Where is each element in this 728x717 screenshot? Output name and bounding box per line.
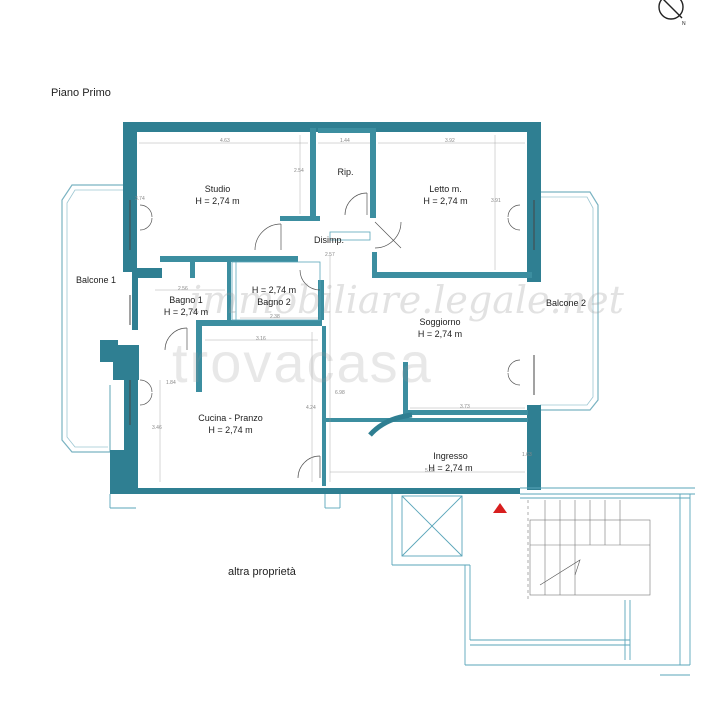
entrance-marker bbox=[493, 503, 507, 513]
room-height: H = 2,74 m bbox=[195, 196, 240, 206]
balcony-1-inner bbox=[66, 189, 124, 448]
room-name: Balcone 2 bbox=[545, 298, 587, 308]
room-name: Disimp. bbox=[313, 235, 344, 245]
room-label-bagno1: Bagno 1 H = 2,74 m bbox=[152, 294, 220, 318]
room-label-disimp: Disimp. bbox=[305, 234, 353, 246]
room-name: Soggiorno bbox=[419, 317, 461, 327]
dimension-label: 3.46 bbox=[152, 425, 162, 431]
watermark-secondary: trovacasa bbox=[172, 331, 433, 394]
room-name: Studio bbox=[204, 184, 231, 194]
dimension-label: 1.63 bbox=[522, 452, 532, 458]
room-height: H = 2,74 m bbox=[423, 196, 468, 206]
room-label-soggiorno: Soggiorno H = 2,74 m bbox=[400, 316, 480, 340]
balcony-2-inner bbox=[540, 196, 594, 406]
dimension-label: 3.73 bbox=[460, 404, 470, 410]
windows bbox=[129, 200, 535, 425]
room-name: Letto m. bbox=[429, 184, 462, 194]
curved-wall bbox=[368, 412, 413, 437]
room-height: H = 2,74 m bbox=[417, 329, 463, 339]
dimension-label: 4.63 bbox=[220, 138, 230, 144]
dimension-label: 2.57 bbox=[325, 252, 335, 258]
room-height: H = 2,74 m bbox=[428, 463, 473, 473]
room-label-studio: Studio H = 2,74 m bbox=[170, 183, 265, 207]
room-label-ingresso: Ingresso H = 2,74 m bbox=[408, 450, 493, 474]
room-label-cucina: Cucina - Pranzo H = 2,74 m bbox=[183, 412, 278, 436]
outer-walls bbox=[100, 122, 541, 494]
room-name: Cucina - Pranzo bbox=[198, 413, 263, 423]
room-name: Bagno 1 bbox=[169, 295, 203, 305]
doors bbox=[139, 192, 521, 479]
dimension-label: 2.56 bbox=[178, 286, 188, 292]
room-label-bagno2: H = 2,74 m Bagno 2 bbox=[240, 284, 308, 308]
dimension-label: 2.54 bbox=[294, 168, 304, 174]
room-label-balcone2: Balcone 2 bbox=[540, 297, 592, 309]
north-label: N bbox=[682, 21, 686, 27]
outside-label: altra proprietà bbox=[228, 566, 296, 578]
watermark-primary: immobiliare.legale.net bbox=[190, 278, 624, 322]
floor-title: Piano Primo bbox=[51, 87, 111, 99]
compass-icon bbox=[658, 0, 684, 20]
dimension-label: 2.38 bbox=[270, 314, 280, 320]
fixtures bbox=[231, 231, 371, 321]
staircase bbox=[527, 500, 651, 600]
room-name: Balcone 1 bbox=[75, 275, 117, 285]
exterior-lines bbox=[109, 487, 695, 676]
dimension-label: 3.74 bbox=[135, 196, 145, 202]
room-label-letto: Letto m. H = 2,74 m bbox=[398, 183, 493, 207]
dimension-label: 4.24 bbox=[306, 405, 316, 411]
room-height: H = 2,74 m bbox=[251, 285, 297, 295]
room-name: Ingresso bbox=[433, 451, 468, 461]
room-height: H = 2,74 m bbox=[208, 425, 253, 435]
dimension-lines bbox=[139, 135, 525, 482]
room-height: H = 2,74 m bbox=[163, 307, 209, 317]
dimension-label: 3.91 bbox=[491, 198, 501, 204]
room-name: Rip. bbox=[337, 167, 354, 177]
room-name: Bagno 2 bbox=[257, 297, 291, 307]
dimension-label: 1.44 bbox=[340, 138, 350, 144]
dimension-label: 6.98 bbox=[335, 390, 345, 396]
dimension-label: 5.30 bbox=[425, 468, 435, 474]
room-label-rip: Rip. bbox=[328, 166, 363, 178]
balcony-2-outline bbox=[540, 191, 599, 411]
balcony-1-outline bbox=[61, 184, 124, 453]
dimension-label: 3.16 bbox=[256, 336, 266, 342]
room-label-balcone1: Balcone 1 bbox=[70, 274, 122, 286]
dimension-label: 1.84 bbox=[166, 380, 176, 386]
interior-walls bbox=[160, 128, 532, 486]
dimension-label: 3.92 bbox=[445, 138, 455, 144]
